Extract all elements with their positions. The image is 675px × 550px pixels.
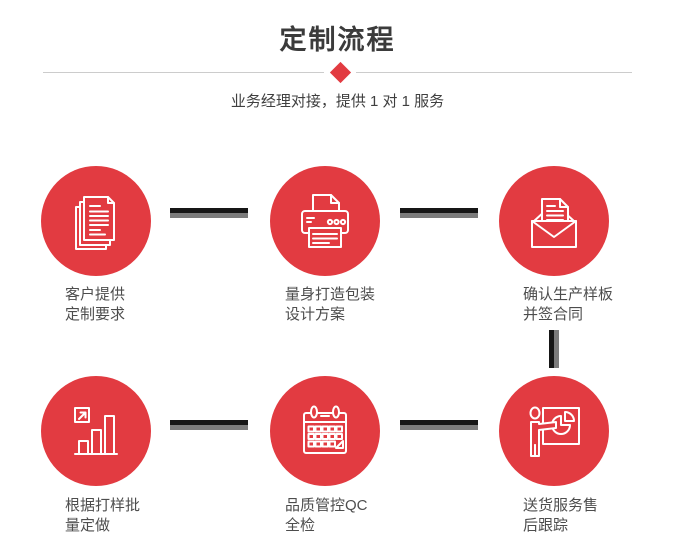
connector-bar — [400, 208, 478, 218]
step-circle — [41, 166, 151, 276]
step-circle — [499, 376, 609, 486]
calendar-icon — [303, 405, 347, 454]
process-step-3: 确认生产样板 并签合同 — [499, 166, 613, 323]
step-label: 客户提供 定制要求 — [65, 285, 125, 325]
step-label-line1: 品质管控QC — [285, 497, 368, 514]
step-label-line2: 并签合同 — [523, 306, 584, 323]
page-title: 定制流程 — [279, 25, 396, 55]
step-label-line2: 设计方案 — [285, 306, 346, 323]
step-circle — [41, 376, 151, 486]
connector-bar — [170, 208, 248, 218]
bar-chart-icon — [74, 407, 118, 455]
step-label-line1: 确认生产样板 — [523, 286, 614, 303]
step-label-line2: 量定做 — [65, 517, 111, 534]
page-subtitle: 业务经理对接，提供 1 对 1 服务 — [230, 93, 445, 110]
process-step-5: 品质管控QC 全检 — [270, 376, 380, 534]
step-label-line1: 量身打造包装 — [285, 286, 376, 303]
step-label: 确认生产样板 并签合同 — [523, 285, 613, 325]
step-label-line2: 定制要求 — [65, 306, 126, 323]
presentation-icon — [529, 406, 580, 457]
step-label: 量身打造包装 设计方案 — [285, 285, 375, 325]
documents-icon — [75, 196, 115, 250]
diamond-icon — [329, 61, 351, 83]
envelope-icon — [531, 198, 577, 248]
connector-bar — [400, 420, 478, 430]
step-label-line1: 根据打样批 — [65, 497, 141, 514]
connector-bar — [170, 420, 248, 430]
step-label-line2: 全检 — [285, 517, 316, 534]
step-label-line2: 后跟踪 — [523, 517, 569, 534]
process-step-1: 客户提供 定制要求 — [41, 166, 151, 323]
step-label-line1: 客户提供 — [65, 286, 126, 303]
step-circle — [270, 376, 380, 486]
diamond-marker-mask — [324, 56, 356, 88]
step-label-line1: 送货服务售 — [523, 497, 599, 514]
printer-icon — [301, 194, 349, 248]
step-label: 送货服务售 后跟踪 — [523, 496, 598, 536]
step-circle — [270, 166, 380, 276]
step-label: 品质管控QC 全检 — [285, 496, 368, 536]
process-step-6: 送货服务售 后跟踪 — [499, 376, 609, 534]
step-circle — [499, 166, 609, 276]
process-step-2: 量身打造包装 设计方案 — [270, 166, 380, 323]
process-step-4: 根据打样批 量定做 — [41, 376, 151, 534]
connector-bar-vertical — [549, 330, 559, 368]
step-label: 根据打样批 量定做 — [65, 496, 140, 536]
